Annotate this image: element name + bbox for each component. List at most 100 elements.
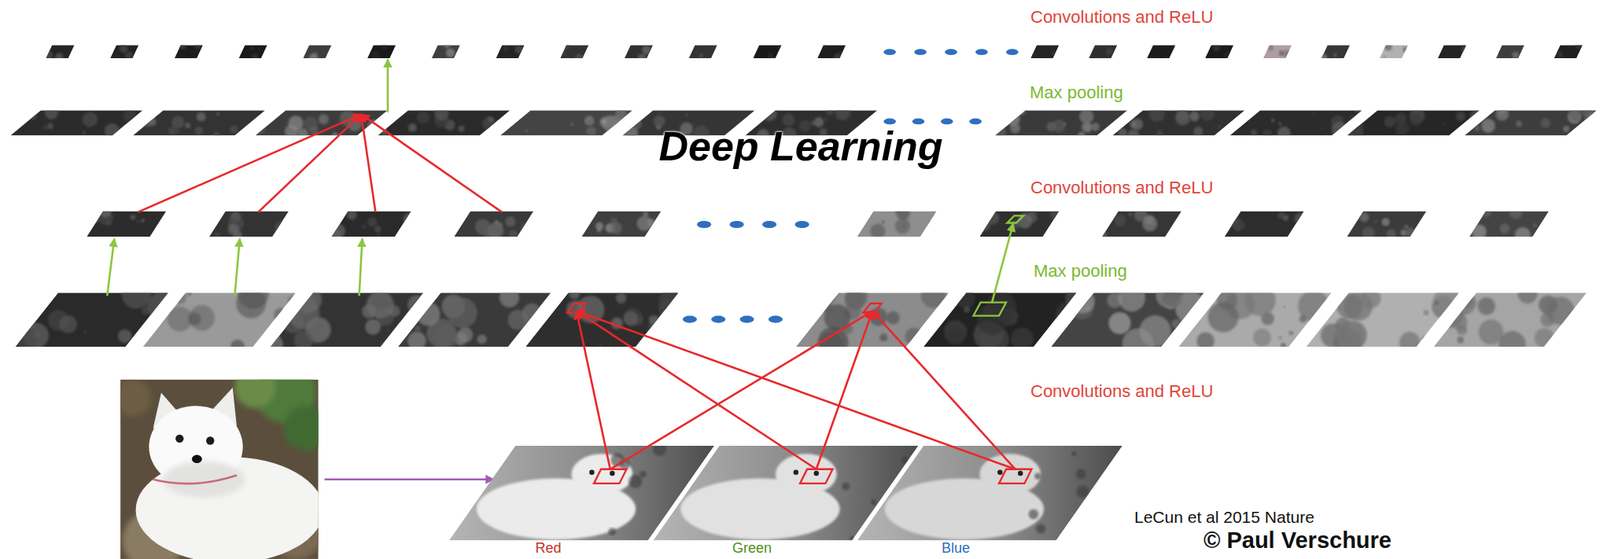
feature-map [377,105,511,138]
feature-texture [1480,206,1492,218]
feature-texture [1117,284,1146,313]
feature-texture [753,108,766,121]
feature-map [752,44,784,61]
feature-texture [1409,114,1422,126]
feature-texture [1268,44,1274,51]
feature-map [86,206,166,237]
feature-texture [387,329,390,332]
feature-texture [1171,45,1177,51]
feature-texture [81,113,95,126]
feature-texture [284,124,299,138]
feature-texture [648,314,679,346]
feature-map-ground [143,292,297,347]
feature-texture [254,127,258,130]
feature-texture [560,40,570,51]
feature-texture [1351,121,1365,134]
feature-texture [1335,320,1366,351]
feature-texture [1434,301,1439,306]
feature-texture [482,116,497,131]
ellipsis-dot [795,221,810,229]
feature-texture [1511,51,1519,59]
feature-texture [641,45,652,56]
feature-map [1087,44,1118,59]
feature-texture [123,110,137,123]
feature-texture [407,294,428,315]
feature-texture [499,287,520,308]
ellipsis-dot [762,221,777,229]
feature-texture [1499,223,1510,234]
feature-texture [1319,53,1328,61]
feature-texture [986,211,1000,225]
channel-texture [608,527,616,536]
feature-texture [176,130,180,133]
feature-texture [497,222,503,228]
layer-label: Max pooling [1033,261,1128,281]
channel-texture [849,536,855,542]
feature-map [367,44,396,60]
feature-texture [568,288,580,300]
feature-texture [147,306,152,312]
channel-eye [609,471,615,476]
feature-texture [252,121,266,136]
feature-texture [838,51,842,55]
convolution-arrow [137,114,362,213]
feature-texture [364,319,381,336]
feature-texture [1190,327,1194,330]
feature-texture [43,50,53,60]
feature-texture [1108,312,1131,335]
feature-map [431,41,463,59]
feature-map [1554,40,1583,59]
feature-map [43,44,75,62]
feature-map-ground [10,110,144,136]
feature-texture [1277,126,1291,141]
feature-map [623,44,653,62]
channel-texture [870,499,877,506]
feature-map-ground [817,44,846,59]
feature-texture [211,216,218,222]
channel-texture [1028,509,1040,520]
feature-texture [1245,285,1276,317]
channel-texture [1117,493,1126,502]
feature-texture [443,41,450,48]
feature-texture [1070,289,1095,314]
feature-texture [1271,118,1276,123]
feature-texture [416,302,440,326]
feature-texture [947,328,965,347]
feature-texture [458,125,465,133]
feature-map-ground [1030,44,1059,59]
feature-texture [1540,117,1551,129]
feature-texture [240,213,244,217]
feature-texture [895,206,911,221]
feature-texture [1166,56,1169,59]
feature-texture [173,291,187,305]
feature-texture [1569,311,1598,340]
feature-texture [1280,342,1287,349]
feature-texture [1356,104,1372,120]
feature-texture [1471,224,1487,240]
photo-foliage [234,379,276,409]
feature-texture [194,126,203,136]
feature-texture [287,295,300,308]
dog-eye [206,436,214,445]
feature-map [1379,42,1409,59]
channel-texture [841,482,850,491]
feature-texture [1383,116,1396,129]
feature-texture [963,306,970,314]
feature-texture [1032,52,1036,56]
feature-texture [140,218,145,223]
input-arrow [324,478,495,481]
feature-texture [346,210,357,220]
feature-texture [229,125,238,133]
feature-texture [623,307,643,327]
feature-texture [1221,209,1229,217]
diagram-title: Deep Learning [658,124,943,170]
feature-texture [410,111,413,115]
feature-texture [822,302,833,313]
feature-texture [1515,227,1531,244]
layer-label: Convolutions and ReLU [1030,178,1213,198]
feature-texture [1581,105,1593,118]
feature-texture [1452,291,1476,315]
feature-texture [993,126,1007,140]
feature-map [1437,44,1470,59]
layer-label: Convolutions and ReLU [1030,382,1213,402]
